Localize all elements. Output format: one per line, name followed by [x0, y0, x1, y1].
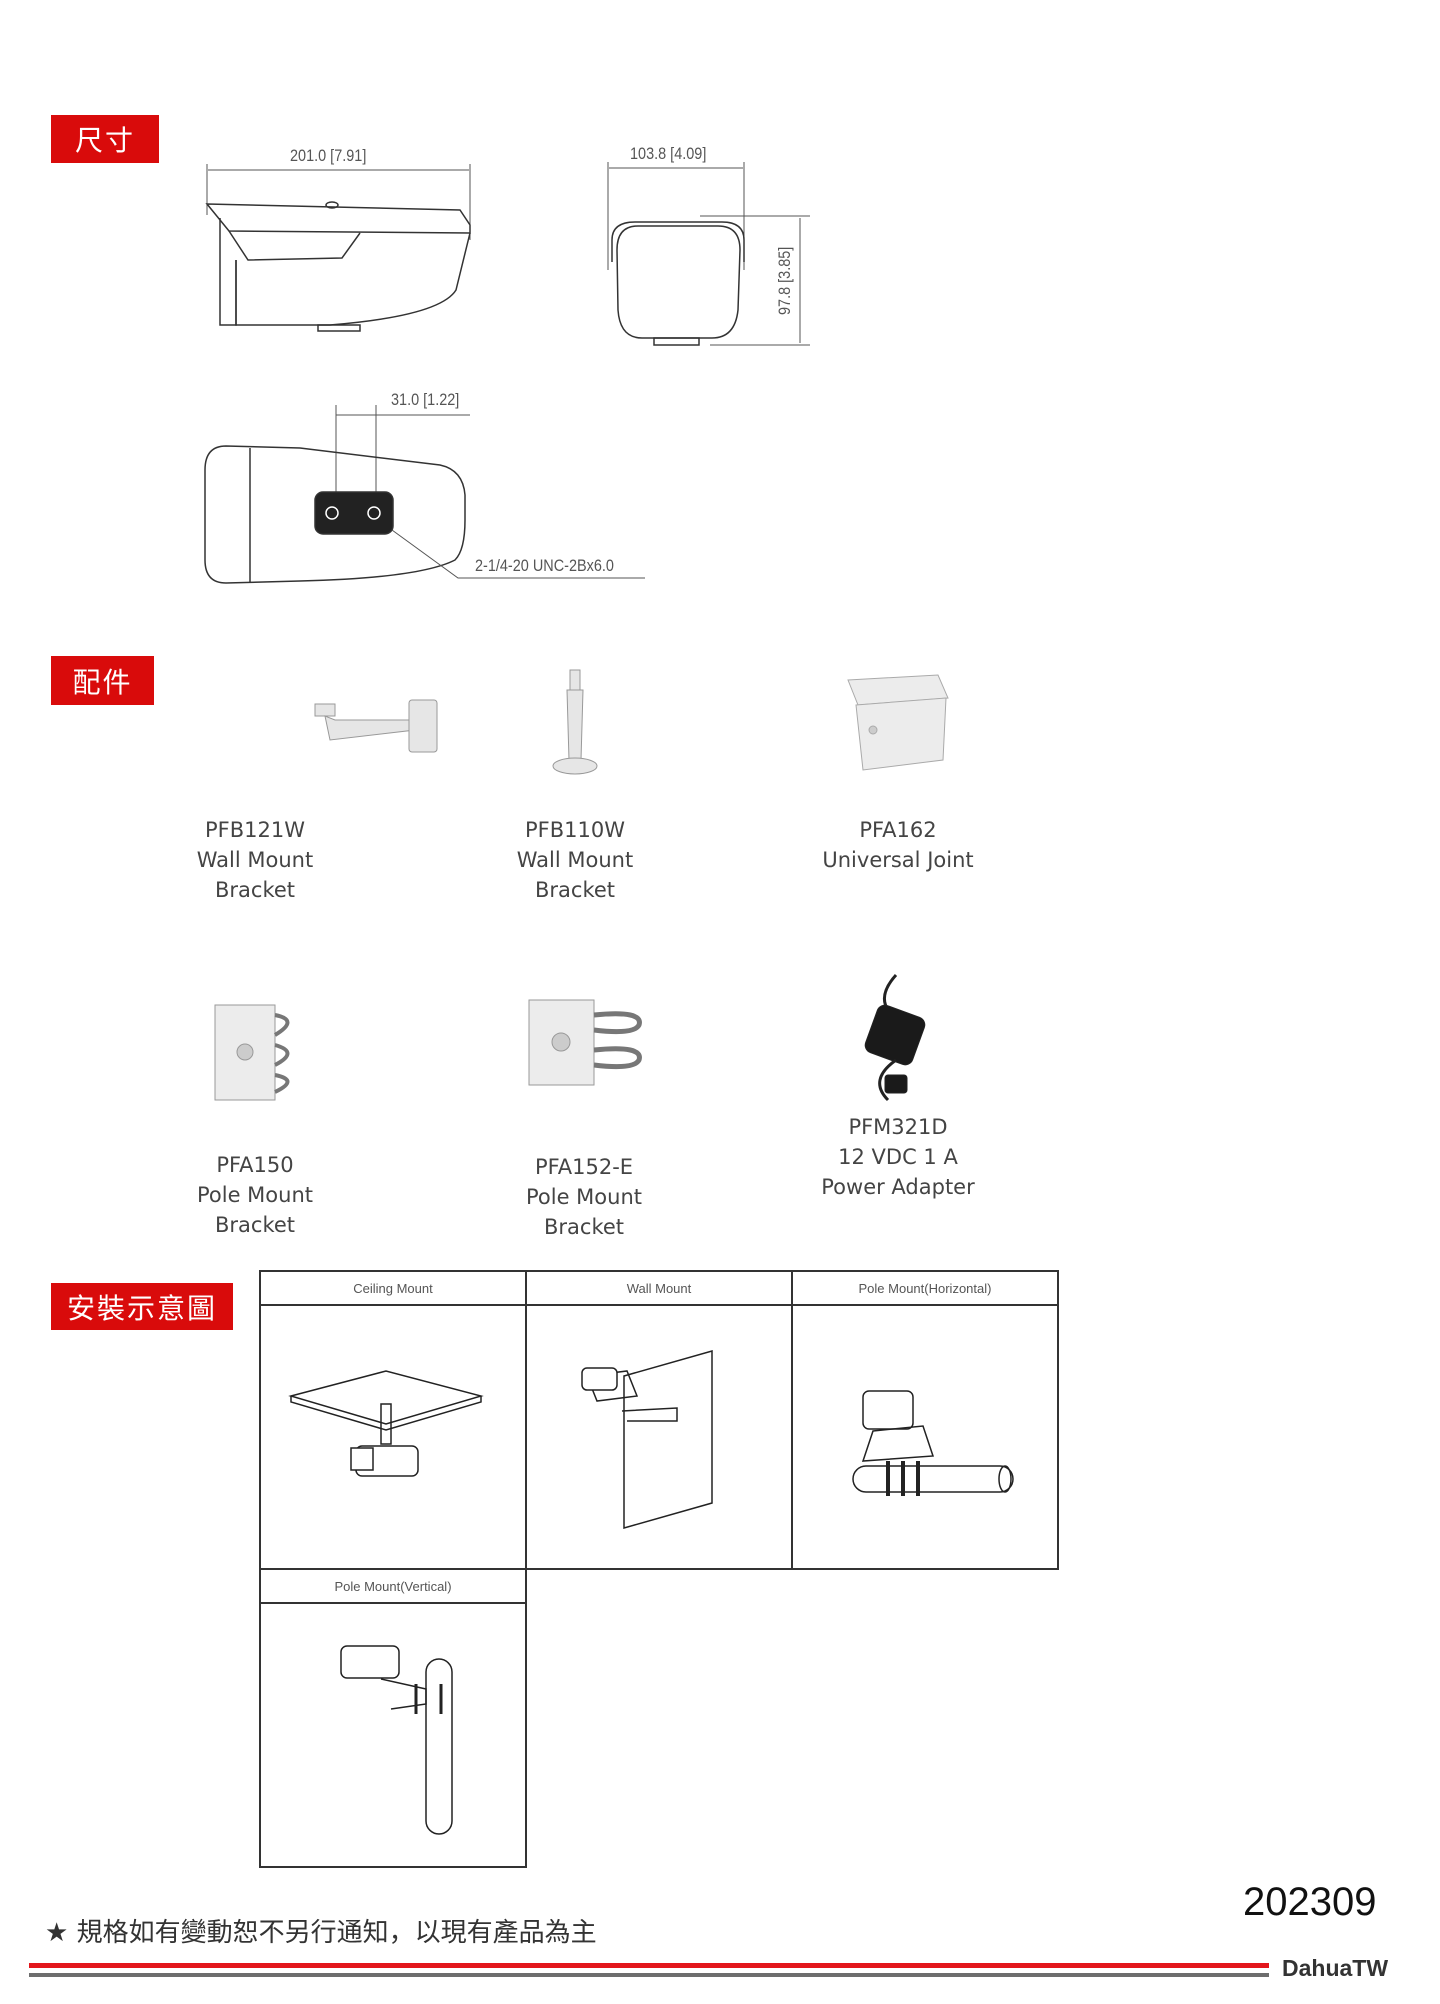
universal-joint-icon: [768, 660, 1028, 790]
front-view-drawing: [607, 162, 810, 346]
mount-label-ceiling: Ceiling Mount: [259, 1270, 527, 1306]
pole-mount-horizontal-diagram: [791, 1304, 1059, 1570]
ceiling-mount-diagram: [259, 1304, 527, 1570]
section-header-accessories: 配件: [51, 656, 154, 705]
accessory-desc: Wall Mount: [516, 848, 634, 872]
accessory-item: PFA152-E Pole Mount Bracket: [454, 980, 714, 1242]
accessory-desc: 12 VDC 1 A: [838, 1145, 958, 1169]
side-view-drawing: [205, 164, 471, 332]
accessory-item: PFA162 Universal Joint: [768, 660, 1028, 875]
accessory-model: PFA152-E: [534, 1155, 634, 1179]
hole-spacing-dimension: 31.0 [1.22]: [391, 390, 460, 409]
section-header-installation: 安裝示意圖: [51, 1283, 233, 1330]
bottom-view-drawing: [204, 405, 645, 584]
accessory-model: PFM321D: [848, 1115, 948, 1139]
height-dimension: 97.8 [3.85]: [775, 246, 794, 315]
accessory-item: PFA150 Pole Mount Bracket: [125, 980, 385, 1240]
mount-label-pole-horizontal: Pole Mount(Horizontal): [791, 1270, 1059, 1306]
wall-mount-bracket-icon: [125, 660, 438, 790]
accessory-desc: Pole Mount: [196, 1183, 313, 1207]
accessory-model: PFA150: [216, 1153, 294, 1177]
accessory-item: PFM321D 12 VDC 1 A Power Adapter: [768, 970, 1028, 1202]
accessory-desc: Power Adapter: [821, 1175, 975, 1199]
pole-mount-vertical-diagram: [259, 1602, 527, 1868]
accessory-desc: Bracket: [543, 1215, 625, 1239]
accessory-desc: Bracket: [214, 878, 296, 902]
disclaimer-note: ★ 規格如有變動恕不另行通知，以現有產品為主: [45, 1918, 597, 1948]
accessory-item: PFB121W Wall Mount Bracket: [125, 660, 438, 905]
accessory-model: PFA162: [859, 818, 937, 842]
accessory-desc: Pole Mount: [525, 1185, 642, 1209]
date-code: 202309: [1243, 1880, 1377, 1924]
pole-mount-bracket-icon: [125, 980, 385, 1110]
accessory-model: PFB110W: [525, 818, 625, 842]
width-dimension: 103.8 [4.09]: [630, 144, 707, 163]
mount-label-pole-vertical: Pole Mount(Vertical): [259, 1568, 527, 1604]
installation-table: Ceiling Mount Wall Mount Pole Mount(Hori…: [259, 1270, 1059, 1868]
power-adapter-icon: [768, 970, 1028, 1102]
thread-spec: 2-1/4-20 UNC-2Bx6.0: [475, 556, 614, 575]
footer-red-line: [29, 1963, 1269, 1968]
ceiling-wall-mount-bracket-icon: [445, 660, 705, 790]
footer-gray-line: [29, 1973, 1269, 1977]
section-header-dimensions: 尺寸: [51, 115, 159, 163]
pole-mount-bracket-e-icon: [454, 980, 714, 1110]
mount-label-wall: Wall Mount: [525, 1270, 793, 1306]
length-dimension: 201.0 [7.91]: [290, 146, 367, 165]
brand-name: DahuaTW: [1282, 1955, 1389, 1981]
accessory-desc: Wall Mount: [196, 848, 314, 872]
accessory-model: PFB121W: [205, 818, 305, 842]
wall-mount-diagram: [525, 1304, 793, 1570]
accessory-desc: Bracket: [214, 1213, 296, 1237]
accessory-desc: Universal Joint: [822, 848, 974, 872]
accessory-item: PFB110W Wall Mount Bracket: [445, 660, 705, 905]
accessory-desc: Bracket: [534, 878, 616, 902]
